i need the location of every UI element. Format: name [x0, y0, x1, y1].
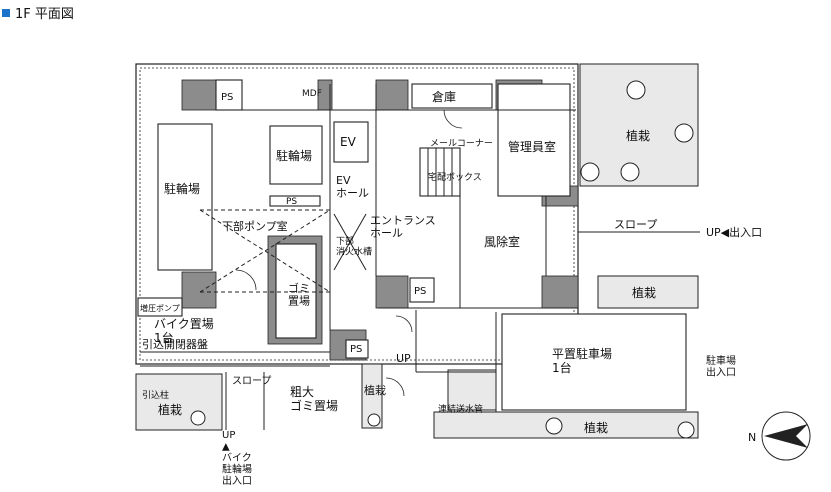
label-shoka-line: 消火水槽 — [336, 245, 372, 257]
label-shokusai-bl: 植栽 — [158, 402, 182, 417]
label-hikikomi-pole: 引込柱 — [142, 389, 169, 401]
label-parking-entry-line: 駐車場 — [706, 354, 736, 367]
label-churin-large: 駐輪場 — [164, 181, 200, 196]
planting-areas — [135, 63, 699, 439]
label-shokusai-bottom: 植栽 — [584, 420, 608, 435]
label-ev-hall-line: EV — [336, 174, 351, 187]
label-parking-entry: 駐車場出入口 — [706, 354, 736, 379]
label-shoka-line: 下部 — [336, 235, 354, 247]
label-hiraoki-line: 1台 — [552, 360, 572, 375]
label-bike-line: 1台 — [154, 330, 174, 345]
label-entrance-line: エントランス — [370, 214, 436, 227]
north-label: N — [748, 431, 756, 444]
label-up-inner: UP — [396, 352, 411, 365]
door-swings — [235, 109, 463, 397]
label-ps-2: PS — [286, 197, 297, 207]
label-hiraoki-line: 平置駐車場 — [552, 346, 612, 361]
label-hikikomi-ban: 引込開閉器盤 — [142, 337, 208, 351]
label-bike-up-line: 出入口 — [222, 474, 252, 487]
label-slope-vertical: スロープ — [232, 375, 271, 387]
label-bike-up-line: 駐輪場 — [222, 463, 252, 476]
label-shokusai-vertical: 植栽 — [364, 383, 386, 397]
building-outline — [135, 63, 579, 365]
label-slope: スロープ — [614, 218, 657, 231]
label-sodai: 粗大ゴミ置場 — [290, 385, 338, 413]
label-ps-4: PS — [350, 344, 362, 355]
label-ev-hall-line: ホール — [336, 187, 369, 200]
label-gomi-line: ゴミ — [288, 281, 310, 295]
label-bike-up: UP▲バイク駐輪場出入口 — [222, 430, 252, 487]
partitions — [140, 84, 700, 430]
label-bike-line: バイク置場 — [154, 317, 214, 331]
label-bike-up-line: UP — [222, 430, 235, 441]
label-entrance: エントランスホール — [370, 214, 436, 240]
label-pump: 下部ポンプ室 — [222, 219, 288, 233]
label-mail: メールコーナー — [430, 138, 493, 149]
north-arrow: N — [748, 411, 811, 461]
label-parking-entry-line: 出入口 — [706, 366, 736, 379]
title-marker — [2, 9, 10, 17]
label-bike-up-line: ▲ — [222, 442, 230, 453]
label-fuu: 風除室 — [484, 234, 520, 249]
label-churin-small: 駐輪場 — [276, 148, 312, 163]
label-ps-1: PS — [221, 92, 233, 103]
label-gomi-line: 置場 — [288, 295, 310, 308]
label-shokusai-tr: 植栽 — [626, 128, 650, 143]
tree-symbols — [190, 80, 695, 439]
label-ps-3: PS — [414, 286, 426, 297]
label-mdf: MDF — [302, 89, 322, 99]
label-souko: 倉庫 — [432, 89, 456, 104]
label-renketsu: 連結送水管 — [438, 403, 483, 415]
label-sodai-line: 粗大 — [290, 385, 314, 399]
label-ev: EV — [340, 135, 357, 149]
label-sodai-line: ゴミ置場 — [290, 398, 338, 413]
label-takuhai: 宅配ボックス — [428, 171, 482, 183]
label-kanri: 管理員室 — [508, 139, 556, 154]
label-gomi: ゴミ置場 — [288, 281, 310, 308]
label-shoka: 下部消火水槽 — [336, 235, 372, 257]
page-title: 1F 平面図 — [15, 7, 74, 22]
label-entrance-line: ホール — [370, 227, 403, 240]
label-bike-up-line: バイク — [222, 452, 252, 464]
label-shokusai-r: 植栽 — [632, 285, 656, 300]
label-booster: 増圧ポンプ — [140, 303, 180, 313]
label-up-entry: UP◀出入口 — [706, 225, 762, 239]
room-walls — [137, 79, 687, 411]
